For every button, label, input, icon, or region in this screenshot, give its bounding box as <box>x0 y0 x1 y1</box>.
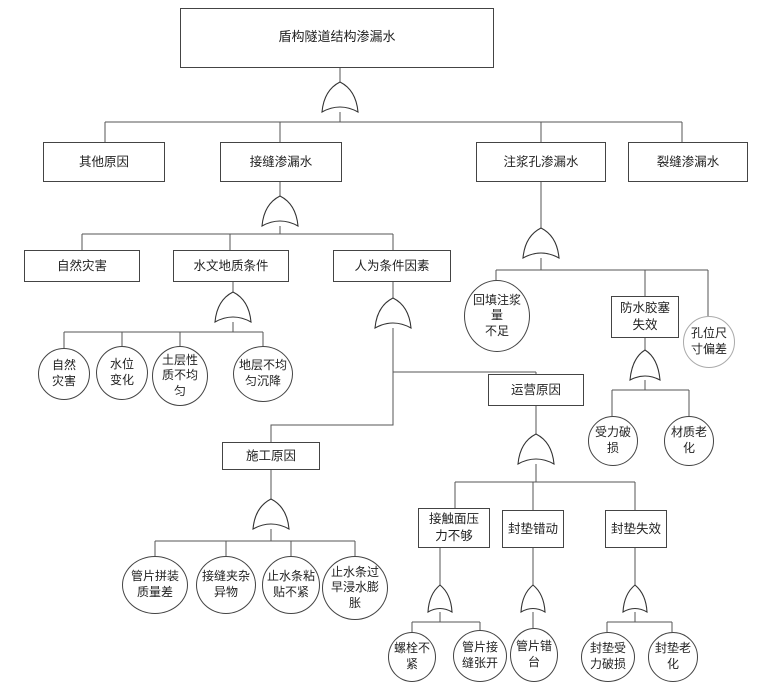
or-gate-gasket-shift <box>520 584 546 613</box>
basic-event-material-aging: 材质老 化 <box>664 416 714 466</box>
basic-event-joint-debris: 接缝夹杂 异物 <box>196 556 256 614</box>
basic-event-gasket-damage: 封垫受 力破损 <box>581 632 635 682</box>
event-other-causes: 其他原因 <box>43 142 165 182</box>
event-human-factors: 人为条件因素 <box>333 250 451 282</box>
basic-event-uneven-settlement: 地层不均 匀沉降 <box>233 346 293 402</box>
or-gate-grout <box>522 227 560 259</box>
basic-event-plug-stress-damage: 受力破 损 <box>588 416 638 466</box>
or-gate-human <box>374 297 412 329</box>
event-operation-causes: 运营原因 <box>488 374 584 406</box>
event-natural-disaster: 自然灾害 <box>24 250 140 282</box>
basic-event-segment-offset: 管片错 台 <box>510 628 558 682</box>
or-gate-root <box>321 81 359 113</box>
basic-event-uneven-soil: 土层性 质不均 匀 <box>152 346 208 406</box>
or-gate-pressure <box>427 584 453 613</box>
basic-event-gasket-aging: 封垫老 化 <box>648 632 698 682</box>
basic-event-hole-size-deviation: 孔位尺 寸偏差 <box>683 316 735 368</box>
or-gate-hydro <box>214 291 252 323</box>
event-grout-hole-leakage: 注浆孔渗漏水 <box>476 142 606 182</box>
basic-event-strip-early-swelling: 止水条过 早浸水膨 胀 <box>322 556 388 620</box>
event-gasket-displacement: 封垫错动 <box>502 510 564 548</box>
event-plug-failure: 防水胶塞 失效 <box>611 296 679 338</box>
event-insufficient-contact-pressure: 接触面压 力不够 <box>418 508 490 548</box>
or-gate-plug <box>629 349 661 381</box>
event-gasket-failure: 封垫失效 <box>605 510 667 548</box>
top-event: 盾构隧道结构渗漏水 <box>180 8 494 68</box>
basic-event-water-level-change: 水位 变化 <box>96 346 148 400</box>
basic-event-segment-assembly: 管片拼装 质量差 <box>122 556 188 614</box>
event-hydrogeology: 水文地质条件 <box>173 250 289 282</box>
event-construction-causes: 施工原因 <box>222 442 320 470</box>
basic-event-strip-bonding: 止水条粘 贴不紧 <box>262 556 320 614</box>
basic-event-natural-disaster: 自然 灾害 <box>38 348 90 400</box>
or-gate-gasket-fail <box>622 584 648 613</box>
or-gate-construction <box>252 498 290 530</box>
basic-event-loose-bolts: 螺栓不 紧 <box>388 632 436 682</box>
event-joint-leakage: 接缝渗漏水 <box>220 142 342 182</box>
event-crack-leakage: 裂缝渗漏水 <box>628 142 748 182</box>
basic-event-insufficient-backfill: 回填注浆量 不足 <box>464 280 530 352</box>
or-gate-operation <box>517 433 555 465</box>
basic-event-seam-opening: 管片接 缝张开 <box>453 630 507 682</box>
or-gate-joint <box>261 195 299 227</box>
